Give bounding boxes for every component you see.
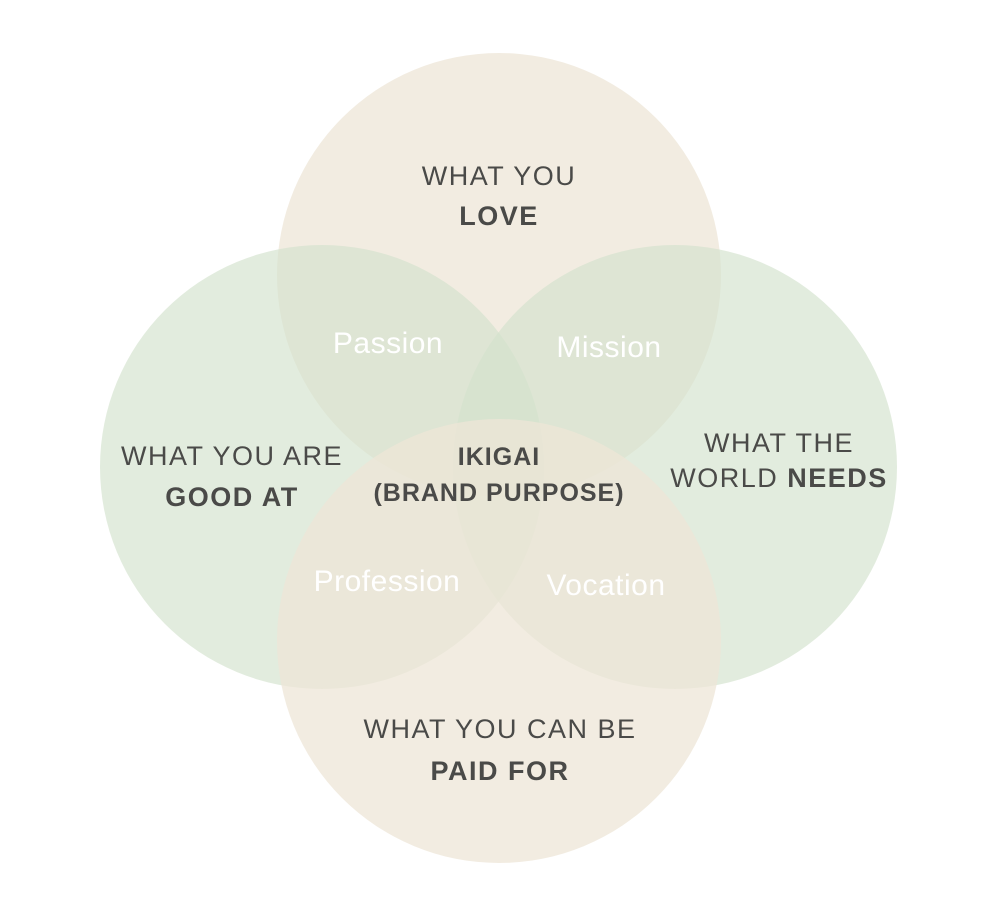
circles bbox=[100, 53, 897, 863]
needs-label-line1: WHAT THE bbox=[704, 428, 854, 458]
paid-for-label-line2: PAID FOR bbox=[431, 756, 570, 786]
paid-for-label-line1: WHAT YOU CAN BE bbox=[363, 714, 636, 744]
overlap-mission-label: Mission bbox=[556, 331, 661, 364]
center-brand-purpose-label: (BRAND PURPOSE) bbox=[373, 479, 624, 507]
needs-label-line2: WORLD NEEDS bbox=[670, 463, 888, 493]
center-ikigai-label: IKIGAI bbox=[458, 443, 540, 471]
love-label-line2: LOVE bbox=[459, 201, 539, 231]
overlap-profession-label: Profession bbox=[314, 565, 461, 598]
circle-what-you-can-be-paid-for bbox=[277, 419, 721, 863]
needs-label-regular: WORLD bbox=[670, 463, 787, 493]
good-at-label-line2: GOOD AT bbox=[165, 482, 299, 512]
love-label-line1: WHAT YOU bbox=[422, 161, 577, 191]
needs-label-bold: NEEDS bbox=[787, 463, 888, 493]
overlap-vocation-label: Vocation bbox=[546, 569, 665, 602]
overlap-passion-label: Passion bbox=[333, 327, 443, 360]
good-at-label-line1: WHAT YOU ARE bbox=[121, 441, 343, 471]
